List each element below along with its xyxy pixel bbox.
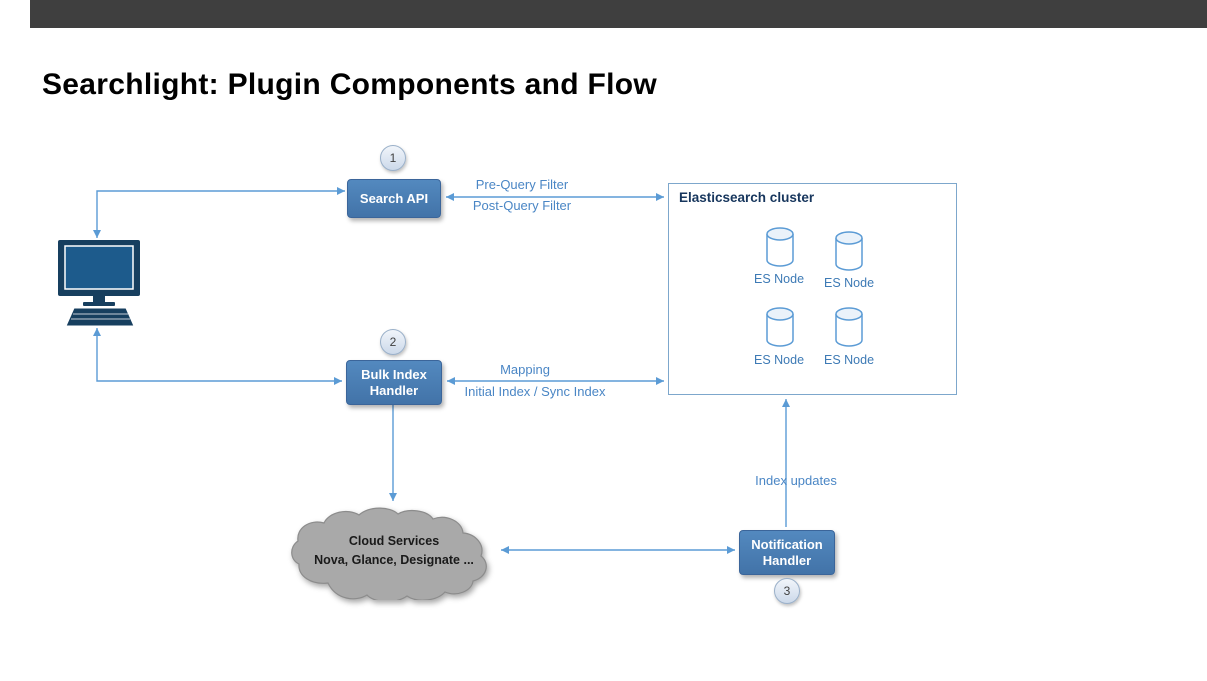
es-node-label: ES Node xyxy=(823,276,875,290)
notification-handler-node: Notification Handler xyxy=(739,530,835,575)
database-cylinder-icon xyxy=(766,307,794,347)
edge-label-post-query-filter: Post-Query Filter xyxy=(472,198,572,213)
step-badge-3: 3 xyxy=(774,578,800,604)
es-node-label: ES Node xyxy=(753,272,805,286)
edge-label-pre-query-filter: Pre-Query Filter xyxy=(475,177,569,192)
database-cylinder-icon xyxy=(766,227,794,267)
page-title: Searchlight: Plugin Components and Flow xyxy=(42,68,658,101)
top-bar xyxy=(30,0,1207,28)
connector-client-search-api xyxy=(93,187,345,238)
edge-label-initial-index-sync-index: Initial Index / Sync Index xyxy=(464,384,606,399)
edge-label-mapping: Mapping xyxy=(500,362,550,377)
elasticsearch-cluster-label: Elasticsearch cluster xyxy=(679,190,815,205)
bulk-index-handler-node: Bulk Index Handler xyxy=(346,360,442,405)
search-api-node: Search API xyxy=(347,179,441,218)
edge-label-index-updates: Index updates xyxy=(755,473,837,488)
cloud-shape xyxy=(291,507,487,600)
step-badge-2: 2 xyxy=(380,329,406,355)
cloud-services-label: Cloud Services Nova, Glance, Designate .… xyxy=(296,532,492,570)
step-badge-1: 1 xyxy=(380,145,406,171)
elasticsearch-cluster-box: Elasticsearch cluster ES Node ES Node ES… xyxy=(668,183,957,395)
database-cylinder-icon xyxy=(835,231,863,271)
cloud-services-line1: Cloud Services xyxy=(348,534,440,548)
cloud-services-line2: Nova, Glance, Designate ... xyxy=(314,553,474,567)
database-cylinder-icon xyxy=(835,307,863,347)
client-computer-icon xyxy=(58,240,140,327)
es-node-label: ES Node xyxy=(753,353,805,367)
connector-client-bulk-index xyxy=(93,328,342,385)
es-node-label: ES Node xyxy=(823,353,875,367)
